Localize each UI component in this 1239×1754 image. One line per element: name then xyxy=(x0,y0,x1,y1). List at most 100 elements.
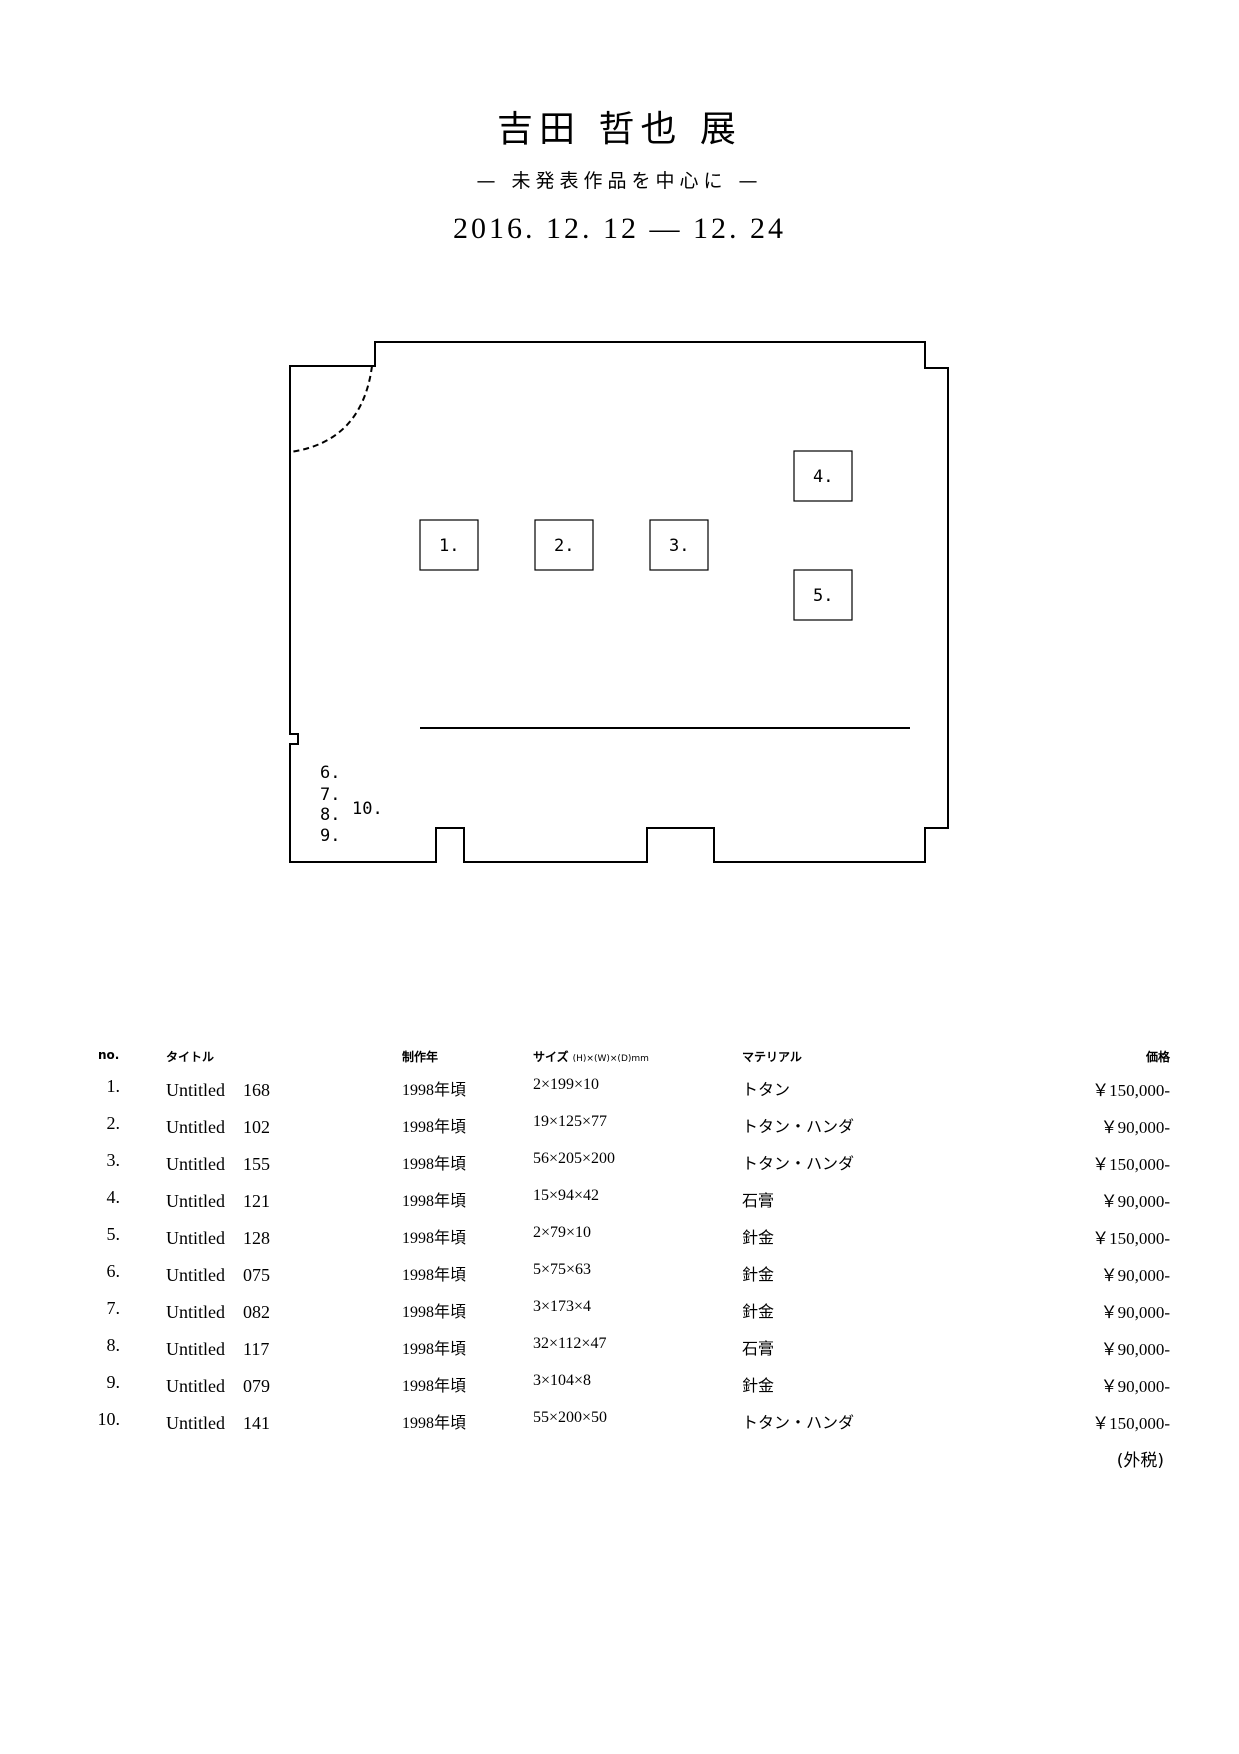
cell-title: Untitled 117 xyxy=(166,1339,270,1359)
cell-year: 1998年頃 xyxy=(402,1304,467,1321)
cell-material: 石膏 xyxy=(742,1341,775,1358)
cell-no: 9. xyxy=(106,1372,121,1392)
table-row: 1. Untitled 168 1998年頃 2×199×10 トタン ￥150… xyxy=(90,1076,1171,1113)
cell-price: ￥150,000- xyxy=(1092,1155,1170,1174)
cell-material: 針金 xyxy=(742,1378,775,1395)
cell-price: ￥90,000- xyxy=(1100,1377,1170,1396)
cell-no: 3. xyxy=(106,1150,121,1170)
table-row: 10. Untitled 141 1998年頃 55×200×50 トタン・ハン… xyxy=(90,1409,1171,1446)
plinth-1 xyxy=(419,519,479,571)
cell-size: 32×112×47 xyxy=(533,1335,607,1352)
cell-price: ￥90,000- xyxy=(1100,1303,1170,1322)
table-row: 3. Untitled 155 1998年頃 56×205×200 トタン・ハン… xyxy=(90,1150,1171,1187)
cell-title: Untitled 155 xyxy=(166,1154,270,1174)
cell-no: 8. xyxy=(106,1335,121,1355)
plan-label-3: 3. xyxy=(669,536,689,556)
gallery-wall xyxy=(289,341,949,863)
table-row: 4. Untitled 121 1998年頃 15×94×42 石膏 ￥90,0… xyxy=(90,1187,1171,1224)
cell-price: ￥150,000- xyxy=(1092,1414,1170,1433)
plinth-3 xyxy=(649,519,709,571)
cell-size: 19×125×77 xyxy=(533,1113,608,1130)
header-no: no. xyxy=(98,1048,120,1062)
tax-note: (外税) xyxy=(1116,1451,1164,1471)
cell-title: Untitled 141 xyxy=(166,1413,270,1433)
cell-no: 7. xyxy=(106,1298,121,1318)
header-price: 価格 xyxy=(1145,1050,1170,1064)
table-row: 7. Untitled 082 1998年頃 3×173×4 針金 ￥90,00… xyxy=(90,1298,1171,1335)
header-year: 制作年 xyxy=(402,1050,439,1064)
cell-material: 針金 xyxy=(742,1230,775,1247)
plinth-5 xyxy=(793,569,853,621)
plan-label-4: 4. xyxy=(813,467,833,487)
cell-price: ￥150,000- xyxy=(1092,1081,1170,1100)
cell-size: 56×205×200 xyxy=(533,1150,616,1167)
cell-size: 15×94×42 xyxy=(533,1187,600,1204)
cell-year: 1998年頃 xyxy=(402,1267,467,1284)
table-row: 2. Untitled 102 1998年頃 19×125×77 トタン・ハンダ… xyxy=(90,1113,1171,1150)
plan-label-9: 9. xyxy=(320,826,340,846)
cell-title: Untitled 128 xyxy=(166,1228,270,1248)
cell-year: 1998年頃 xyxy=(402,1119,467,1136)
cell-size: 3×173×4 xyxy=(533,1298,592,1315)
cell-no: 6. xyxy=(106,1261,121,1281)
cell-year: 1998年頃 xyxy=(402,1341,467,1358)
cell-title: Untitled 102 xyxy=(166,1117,270,1137)
cell-price: ￥90,000- xyxy=(1100,1118,1170,1137)
cell-size: 2×199×10 xyxy=(533,1076,600,1093)
cell-year: 1998年頃 xyxy=(402,1230,467,1247)
cell-material: 針金 xyxy=(742,1267,775,1284)
plan-label-1: 1. xyxy=(439,536,459,556)
plinth-2 xyxy=(534,519,594,571)
cell-price: ￥150,000- xyxy=(1092,1229,1170,1248)
cell-material: 石膏 xyxy=(742,1193,775,1210)
table-row: 9. Untitled 079 1998年頃 3×104×8 針金 ￥90,00… xyxy=(90,1372,1171,1409)
cell-year: 1998年頃 xyxy=(402,1415,467,1432)
cell-no: 4. xyxy=(106,1187,121,1207)
header-size: サイズ(H)×(W)×(D)mm xyxy=(533,1048,649,1065)
works-table: no. タイトル 制作年 サイズ(H)×(W)×(D)mm マテリアル 価格 1… xyxy=(90,1048,1171,1476)
door-swing xyxy=(289,365,373,453)
floor-plan: 1. 2. 3. 4. 5. 6. 7. 8. 9. 10. xyxy=(289,341,949,863)
header-size-label: サイズ xyxy=(533,1050,569,1064)
cell-title: Untitled 082 xyxy=(166,1302,270,1322)
exhibition-dates: 2016. 12. 12 — 12. 24 xyxy=(453,212,786,245)
cell-size: 2×79×10 xyxy=(533,1224,592,1241)
exhibition-title: 吉田 哲也 展 xyxy=(497,109,742,150)
cell-material: トタン・ハンダ xyxy=(742,1119,855,1136)
cell-no: 10. xyxy=(97,1409,121,1429)
header-title: タイトル xyxy=(166,1050,215,1064)
plan-label-10: 10. xyxy=(352,799,383,819)
cell-size: 3×104×8 xyxy=(533,1372,592,1389)
exhibition-subtitle: — 未発表作品を中心に — xyxy=(476,170,763,192)
header-material: マテリアル xyxy=(742,1050,802,1064)
cell-year: 1998年頃 xyxy=(402,1156,467,1173)
cell-price: ￥90,000- xyxy=(1100,1266,1170,1285)
cell-size: 5×75×63 xyxy=(533,1261,592,1278)
plan-label-6: 6. xyxy=(320,763,340,783)
plan-label-2: 2. xyxy=(554,536,574,556)
cell-title: Untitled 168 xyxy=(166,1080,270,1100)
cell-price: ￥90,000- xyxy=(1100,1340,1170,1359)
cell-material: トタン・ハンダ xyxy=(742,1415,855,1432)
table-row: 6. Untitled 075 1998年頃 5×75×63 針金 ￥90,00… xyxy=(90,1261,1171,1298)
cell-price: ￥90,000- xyxy=(1100,1192,1170,1211)
plan-label-7: 7. xyxy=(320,785,340,805)
header-size-unit: (H)×(W)×(D)mm xyxy=(572,1054,649,1064)
plan-label-5: 5. xyxy=(813,586,833,606)
cell-size: 55×200×50 xyxy=(533,1409,608,1426)
cell-year: 1998年頃 xyxy=(402,1082,467,1099)
plan-label-8: 8. xyxy=(320,805,340,825)
cell-title: Untitled 121 xyxy=(166,1191,270,1211)
cell-title: Untitled 075 xyxy=(166,1265,270,1285)
cell-material: 針金 xyxy=(742,1304,775,1321)
cell-no: 1. xyxy=(106,1076,121,1096)
cell-material: トタン xyxy=(742,1082,791,1099)
cell-year: 1998年頃 xyxy=(402,1193,467,1210)
plinth-4 xyxy=(793,450,853,502)
cell-title: Untitled 079 xyxy=(166,1376,270,1396)
cell-year: 1998年頃 xyxy=(402,1378,467,1395)
cell-material: トタン・ハンダ xyxy=(742,1156,855,1173)
cell-no: 2. xyxy=(106,1113,121,1133)
table-header: no. タイトル 制作年 サイズ(H)×(W)×(D)mm マテリアル 価格 xyxy=(90,1048,1170,1076)
table-row: 5. Untitled 128 1998年頃 2×79×10 針金 ￥150,0… xyxy=(90,1224,1171,1261)
